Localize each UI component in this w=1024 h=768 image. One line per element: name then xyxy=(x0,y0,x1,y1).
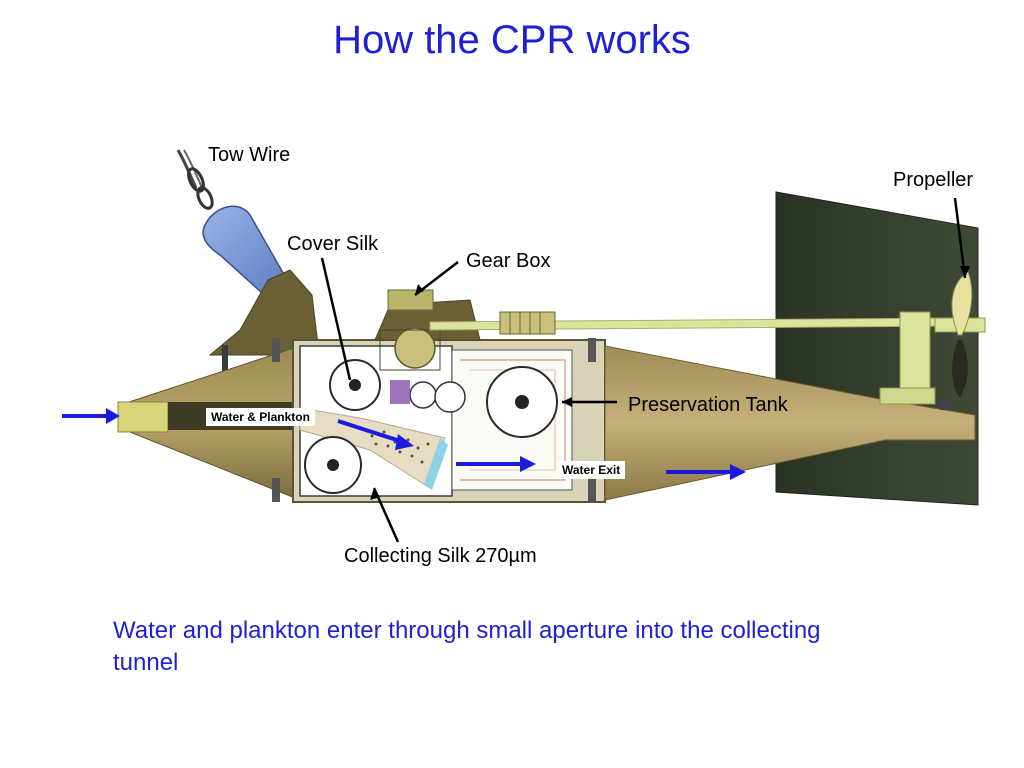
label-propeller: Propeller xyxy=(893,169,974,191)
caption-text: Water and plankton enter through small a… xyxy=(113,617,821,676)
storage-spool xyxy=(486,366,558,438)
slide-title: How the CPR works xyxy=(333,18,691,62)
label-water-exit: Water Exit xyxy=(557,461,626,479)
propeller xyxy=(879,271,986,410)
tunnel-flow-arrow xyxy=(337,419,404,444)
propeller-arrowhead xyxy=(960,266,970,278)
cover-silk-spool xyxy=(329,359,381,411)
roller-pair xyxy=(390,380,466,413)
collecting-tunnel xyxy=(299,407,448,490)
tail-fin xyxy=(775,191,979,506)
flow-arrows xyxy=(62,408,746,480)
label-water-plankton: Water & Plankton xyxy=(206,408,315,426)
drive-shaft xyxy=(429,311,961,335)
label-preservation-tank: Preservation Tank xyxy=(628,394,788,416)
label-collecting-silk: Collecting Silk 270µm xyxy=(344,545,537,567)
label-gear-box: Gear Box xyxy=(466,250,551,272)
collecting-silk-spool xyxy=(304,436,362,494)
gear-box-arrowhead xyxy=(415,284,424,295)
collecting-silk-arrowhead xyxy=(370,488,380,500)
label-cover-silk: Cover Silk xyxy=(287,233,379,255)
label-tow-wire: Tow Wire xyxy=(208,144,291,166)
preservation-tank-arrowhead xyxy=(562,397,572,407)
cover-silk-pointer xyxy=(320,257,352,381)
propeller-pointer xyxy=(953,197,967,279)
